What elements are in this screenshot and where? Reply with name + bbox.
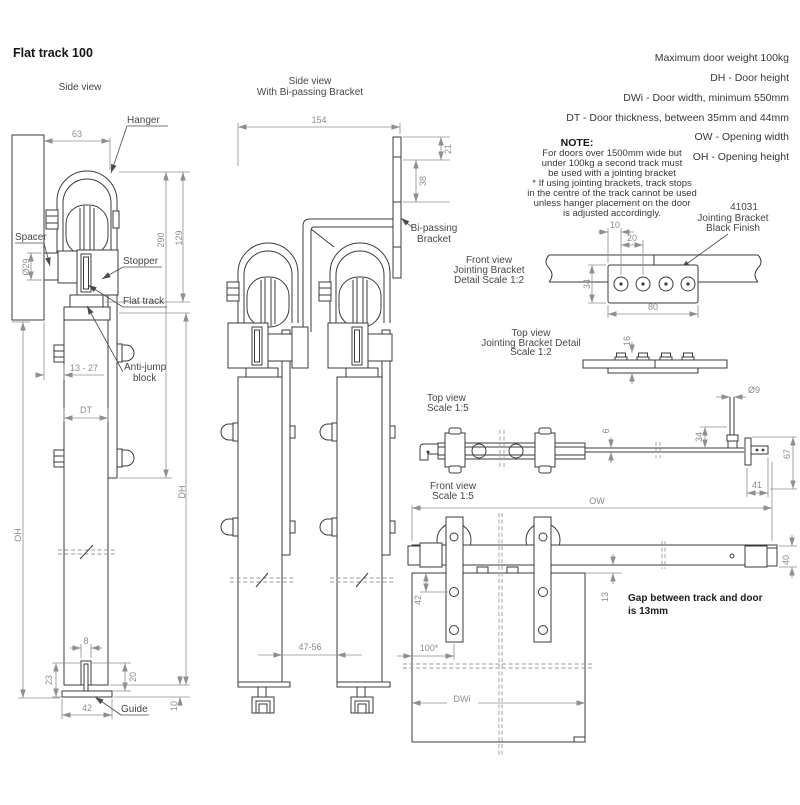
dim-j20: 20 <box>627 233 637 243</box>
bipassing-geometry <box>220 136 402 714</box>
dim-dh: DH <box>177 486 187 499</box>
jointing-top-caption-3: Scale 1:2 <box>510 347 552 358</box>
bipassing-part-labels: Bi-passing Bracket <box>400 217 458 245</box>
note-line-6: unless hanger placement on the door <box>534 198 691 209</box>
jointing-front-dimensions: 10 20 34 80 <box>582 220 699 318</box>
note-line-1: For doors over 1500mm wide but <box>542 148 682 159</box>
dim-j16: 16 <box>622 336 632 346</box>
front-view-geometry <box>403 513 778 755</box>
dim-20: 20 <box>128 672 138 682</box>
dim-42: 42 <box>82 703 92 713</box>
bipassing-view: Side view With Bi-passing Bracket <box>220 76 458 714</box>
bipassing-dimensions: 154 21 38 47-56 <box>237 115 453 658</box>
dim-154: 154 <box>311 115 326 125</box>
spec-ow: OW - Opening width <box>694 131 789 143</box>
label-anti-jump-1: Anti-jump <box>124 362 167 373</box>
jointing-top-geometry <box>582 352 728 374</box>
note-heading: NOTE: <box>561 137 594 149</box>
spec-max-weight: Maximum door weight 100kg <box>655 52 789 64</box>
label-hanger: Hanger <box>127 115 160 126</box>
dim-dwi: DWi <box>454 694 471 704</box>
front-view-caption-1: Front view <box>430 481 477 492</box>
dim-j34: 34 <box>582 279 592 289</box>
note-line-4: * If using jointing brackets, track stop… <box>532 178 692 189</box>
dim-t67: 67 <box>782 449 792 459</box>
spec-dt: DT - Door thickness, between 35mm and 44… <box>566 112 789 124</box>
jointing-front-view: Front view Jointing Bracket Detail Scale… <box>453 202 769 318</box>
dim-t9: Ø9 <box>748 385 760 395</box>
jointing-top-caption-2: Jointing Bracket Detail <box>481 338 581 349</box>
dim-10: 10 <box>169 701 179 711</box>
side-view: Side view <box>11 82 190 719</box>
part-finish: Black Finish <box>706 223 760 234</box>
dim-63: 63 <box>72 129 82 139</box>
dim-t41: 41 <box>752 480 762 490</box>
bipassing-caption-1: Side view <box>289 76 333 87</box>
dim-j80: 80 <box>648 302 658 312</box>
label-flat-track: Flat track <box>123 296 165 307</box>
dim-38: 38 <box>418 176 428 186</box>
front-view-1-5: Front view Scale 1:5 <box>397 462 797 755</box>
note-line-2: under 100kg a second track must <box>542 158 683 169</box>
label-guide: Guide <box>121 704 148 715</box>
bipassing-caption-2: With Bi-passing Bracket <box>257 87 363 98</box>
top-view-1-5: Top view Scale 1:5 <box>419 385 797 497</box>
part-name: Jointing Bracket <box>697 213 768 224</box>
top-view-dimensions: Ø9 6 34 67 41 <box>601 385 797 497</box>
dim-290: 290 <box>156 232 166 247</box>
dim-21: 21 <box>443 144 453 154</box>
jointing-top-dimensions: 16 <box>622 336 635 384</box>
dim-23: 23 <box>44 675 54 685</box>
dim-dt: DT <box>80 405 92 415</box>
part-number: 41031 <box>730 202 758 213</box>
front-view-caption-2: Scale 1:5 <box>432 491 474 502</box>
gap-note-line-1: Gap between track and door <box>628 593 763 604</box>
label-bipassing-2: Bracket <box>417 234 451 245</box>
dim-ow: OW <box>589 496 605 506</box>
dim-8: 8 <box>83 636 88 646</box>
front-view-dimensions: OW 40 13 42 100* DWi <box>397 462 797 706</box>
dim-13-27: 13 - 27 <box>70 363 98 373</box>
spec-dwi: DWi - Door width, minimum 550mm <box>623 92 789 104</box>
gap-note-line-2: is 13mm <box>628 606 668 617</box>
dim-f42: 42 <box>413 595 423 605</box>
note-block: NOTE: For doors over 1500mm wide but und… <box>527 137 697 219</box>
note-line-5: in the centre of the track cannot be use… <box>527 188 697 199</box>
gap-note: Gap between track and door is 13mm <box>628 593 763 617</box>
side-view-caption: Side view <box>59 82 103 93</box>
jointing-top-caption-1: Top view <box>512 328 552 339</box>
top-view-geometry <box>419 397 769 474</box>
dim-oh: OH <box>13 528 23 542</box>
dim-100: 100* <box>420 643 439 653</box>
note-line-3: be used with a jointing bracket <box>548 168 676 179</box>
jointing-top-view: Top view Jointing Bracket Detail Scale 1… <box>481 328 728 384</box>
top-view-caption-1: Top view <box>427 393 467 404</box>
jointing-front-caption-1: Front view <box>466 255 513 266</box>
dim-t34: 34 <box>694 432 704 442</box>
dim-47-56: 47-56 <box>298 642 321 652</box>
spec-list: Maximum door weight 100kg DH - Door heig… <box>566 52 789 163</box>
page-title: Flat track 100 <box>13 46 93 60</box>
side-view-part-labels: Hanger Spacer Stopper Flat track Anti-ju… <box>15 115 168 716</box>
jointing-front-caption-3: Detail Scale 1:2 <box>454 275 524 286</box>
dim-13: 13 <box>600 592 610 602</box>
side-view-geometry <box>11 134 135 698</box>
label-anti-jump-2: block <box>133 373 157 384</box>
dim-j10: 10 <box>610 220 620 230</box>
label-bipassing-1: Bi-passing <box>411 223 458 234</box>
dim-40: 40 <box>781 555 791 565</box>
top-view-caption-2: Scale 1:5 <box>427 403 469 414</box>
note-line-7: is adjusted accordingly. <box>563 208 661 219</box>
label-spacer: Spacer <box>15 232 47 243</box>
side-view-dimensions: 63 290 129 Ø29 13 - 27 DT <box>12 129 190 719</box>
dim-129: 129 <box>174 230 184 245</box>
jointing-front-geometry <box>545 254 762 304</box>
dim-t6: 6 <box>601 428 611 433</box>
spec-oh: OH - Opening height <box>693 151 789 163</box>
jointing-front-caption-2: Jointing Bracket <box>453 265 524 276</box>
label-stopper: Stopper <box>123 256 159 267</box>
spec-dh: DH - Door height <box>710 72 789 84</box>
dim-29: Ø29 <box>21 258 31 275</box>
